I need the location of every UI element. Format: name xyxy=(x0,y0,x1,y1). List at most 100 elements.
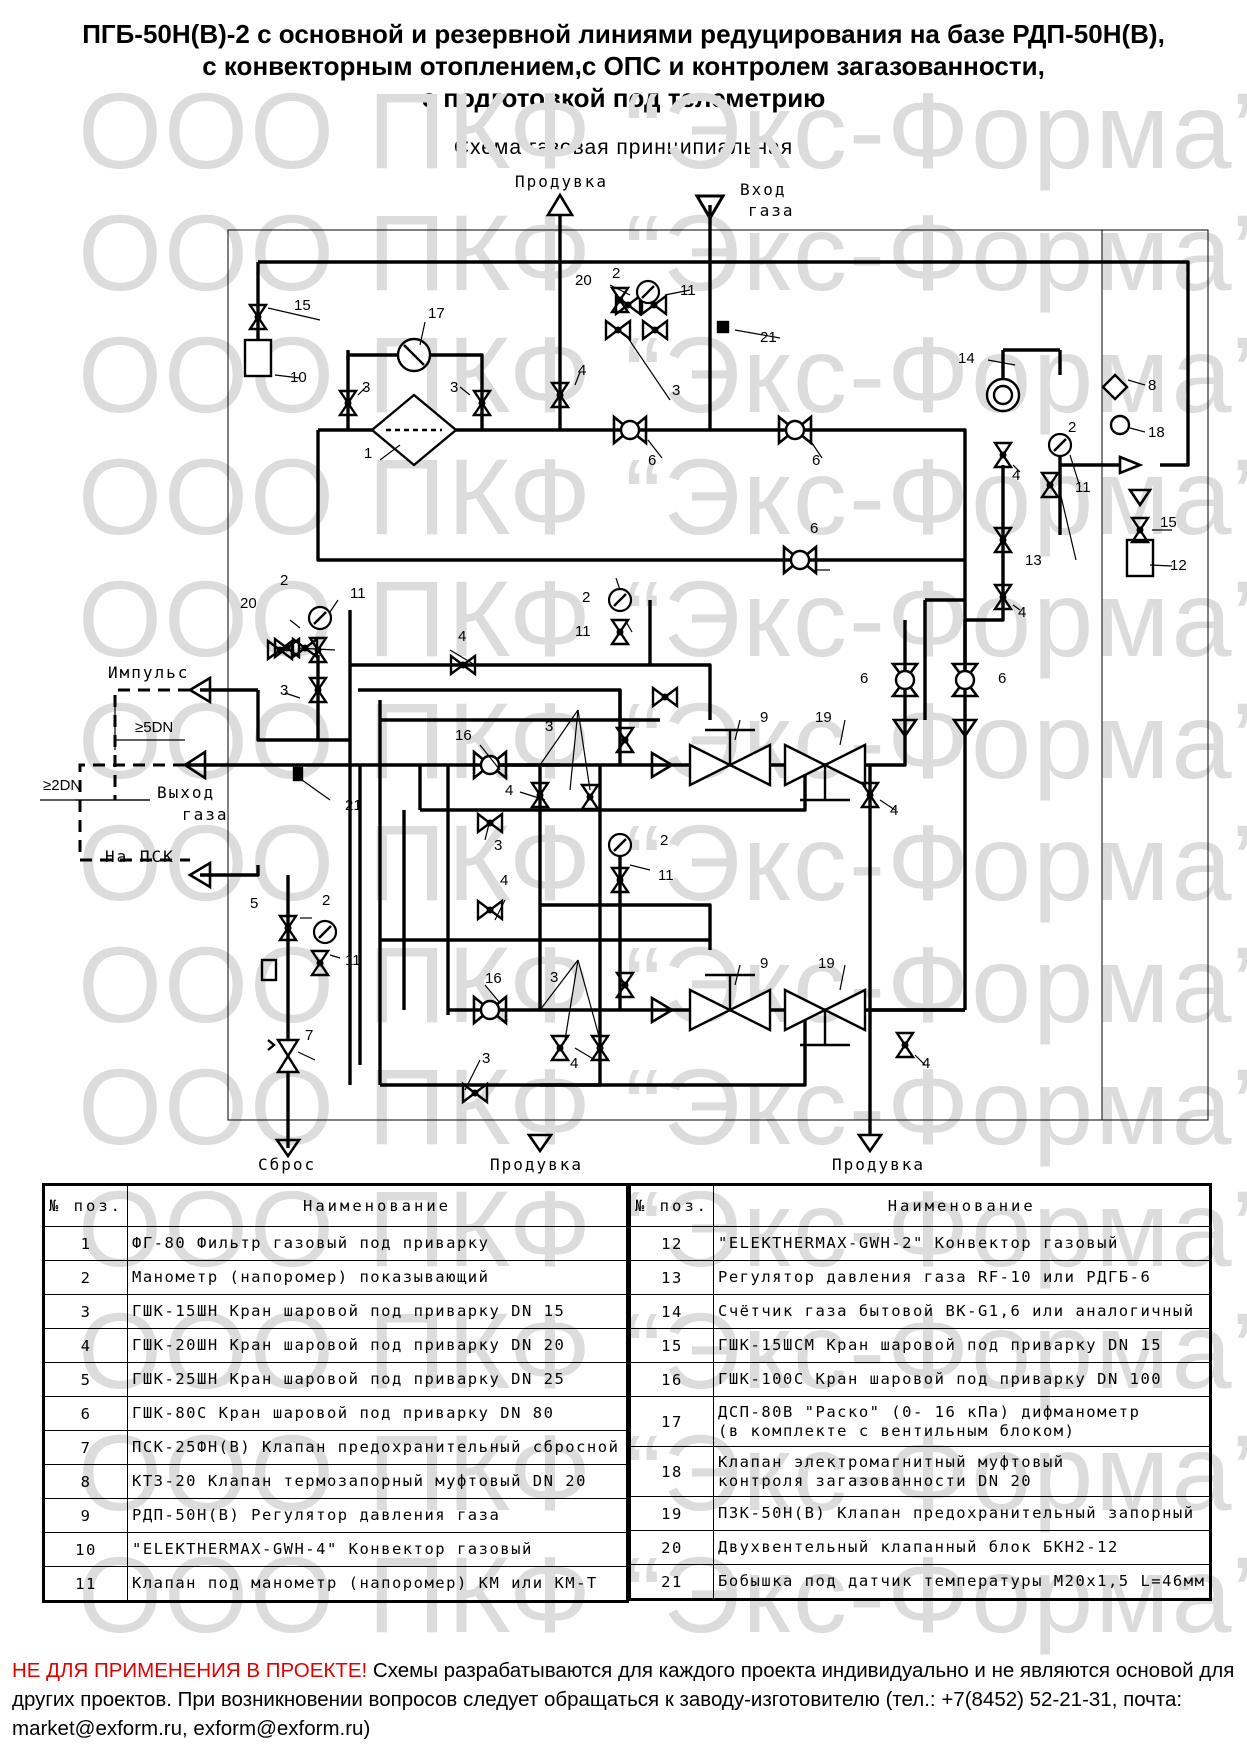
label-gas-outlet-1: Выход xyxy=(157,783,215,802)
pos-2: 2 xyxy=(582,589,590,606)
pzk-19-line2 xyxy=(783,988,867,1047)
pos-11: 11 xyxy=(575,623,591,640)
pos-num: 12 xyxy=(629,1226,714,1261)
pos-num: 14 xyxy=(629,1294,714,1329)
pos-num: 1 xyxy=(43,1226,128,1261)
title-line-3: с подготовкой под телеметрию xyxy=(421,83,826,113)
pos-name: ГШК-25ШН Кран шаровой под приварку DN 25 xyxy=(127,1362,628,1397)
convector-arrow xyxy=(1127,488,1153,508)
valves xyxy=(248,286,1150,1104)
table-row: 10"ELEKTHERMAX-GWH-4" Конвектор газовый xyxy=(43,1532,628,1567)
pos-16: 16 xyxy=(455,727,472,744)
pos-20: 20 xyxy=(575,272,592,289)
purge-bottom-arrow xyxy=(527,1133,553,1153)
pos-21: 21 xyxy=(345,797,362,814)
boss-21-top xyxy=(716,320,730,334)
disclaimer-note: НЕ ДЛЯ ПРИМЕНЕНИЯ В ПРОЕКТЕ! Схемы разра… xyxy=(12,1656,1237,1743)
dimension-marks xyxy=(40,700,185,801)
pos-name: Бобышка под датчик температуры М20х1,5 L… xyxy=(712,1564,1212,1600)
plug xyxy=(260,958,278,982)
label-5dn: ≥5DN xyxy=(135,719,173,736)
table-row: 12"ELEKTHERMAX-GWH-2" Конвектор газовый xyxy=(629,1226,1212,1261)
line1-flow-arrow xyxy=(650,750,675,780)
pos-3: 3 xyxy=(362,379,370,396)
label-purge-bottom-1: Продувка xyxy=(490,1155,583,1174)
label-gas-inlet-1: Вход xyxy=(740,180,787,199)
purge-top-arrow xyxy=(545,192,575,217)
pos-name: ДСП-80В "Раско" (0- 16 кПа) дифманометр(… xyxy=(712,1396,1212,1447)
label-impulse: Импульс xyxy=(108,663,189,682)
pos-num: 20 xyxy=(629,1530,714,1565)
pos-name: ГШК-15ШН Кран шаровой под приварку DN 15 xyxy=(127,1294,628,1329)
pos-6: 6 xyxy=(860,670,868,687)
legend-header: № поз. Наименование xyxy=(629,1184,1212,1227)
pos-6: 6 xyxy=(812,452,820,469)
disclaimer-text: Схемы разрабатываются для каждого проект… xyxy=(12,1659,1235,1740)
document-title: ПГБ-50Н(В)-2 с основной и резервной лини… xyxy=(0,18,1247,114)
pos-11: 11 xyxy=(658,867,674,884)
relief-valve-7 xyxy=(267,1038,301,1074)
pos-4: 4 xyxy=(505,782,513,799)
gas-inlet-arrow xyxy=(694,194,726,221)
label-2dn: ≥2DN xyxy=(43,777,81,794)
label-gas-inlet-2: газа xyxy=(748,201,795,220)
pos-4: 4 xyxy=(922,1055,930,1072)
pos-name: Двухвентельный клапанный блок БКН2-12 xyxy=(712,1530,1212,1565)
equipment xyxy=(243,320,1155,1074)
pos-2: 2 xyxy=(280,572,288,589)
title-line-1: ПГБ-50Н(В)-2 с основной и резервной лини… xyxy=(82,19,1165,49)
pos-18: 18 xyxy=(1148,424,1165,441)
col-num: № поз. xyxy=(43,1184,128,1227)
pos-name: ГШК-20ШН Кран шаровой под приварку DN 20 xyxy=(127,1328,628,1363)
pos-3: 3 xyxy=(494,837,502,854)
pos-6: 6 xyxy=(998,670,1006,687)
gas-outlet-arrow xyxy=(182,749,207,781)
pos-7: 7 xyxy=(305,1027,313,1044)
pos-19: 19 xyxy=(815,709,832,726)
pos-15: 15 xyxy=(294,297,311,314)
pos-name: ПСК-25ФН(В) Клапан предохранительный сбр… xyxy=(127,1430,628,1465)
pos-num: 15 xyxy=(629,1328,714,1363)
pos-name: РДП-50Н(В) Регулятор давления газа xyxy=(127,1498,628,1533)
pos-4: 4 xyxy=(1012,467,1020,484)
pos-num: 10 xyxy=(43,1532,128,1567)
regulator-9-line2 xyxy=(688,973,772,1032)
frame xyxy=(227,229,1209,1121)
legend-table-right: № поз. Наименование 12"ELEKTHERMAX-GWH-2… xyxy=(628,1183,1213,1601)
pos-5: 5 xyxy=(250,895,258,912)
pos-10: 10 xyxy=(290,369,307,386)
pos-name: КТЗ-20 Клапан термозапорный муфтовый DN … xyxy=(127,1464,628,1499)
pos-6: 6 xyxy=(810,520,818,537)
pos-3: 3 xyxy=(545,718,553,735)
label-discharge: Сброс xyxy=(258,1155,316,1174)
col-name: Наименование xyxy=(712,1184,1212,1227)
pos-11: 11 xyxy=(350,585,366,602)
pos-2: 2 xyxy=(322,892,330,909)
pos-14: 14 xyxy=(958,350,975,367)
pos-num: 6 xyxy=(43,1396,128,1431)
pos-6: 6 xyxy=(648,452,656,469)
pos-num: 17 xyxy=(629,1396,714,1447)
pos-name: ФГ-80 Фильтр газовый под приварку xyxy=(127,1226,628,1261)
thermo-valve-8 xyxy=(1101,373,1129,401)
pos-num: 7 xyxy=(43,1430,128,1465)
gas-scheme-diagram: Продувка Вход газа Импульс Выход газа На… xyxy=(40,172,1209,1174)
pos-num: 13 xyxy=(629,1260,714,1295)
pos-2: 2 xyxy=(1068,419,1076,436)
pos-17: 17 xyxy=(428,305,445,322)
pressure-gauges xyxy=(307,279,1073,945)
pos-1: 1 xyxy=(364,445,372,462)
pos-9: 9 xyxy=(760,955,768,972)
pos-num: 11 xyxy=(43,1566,128,1602)
